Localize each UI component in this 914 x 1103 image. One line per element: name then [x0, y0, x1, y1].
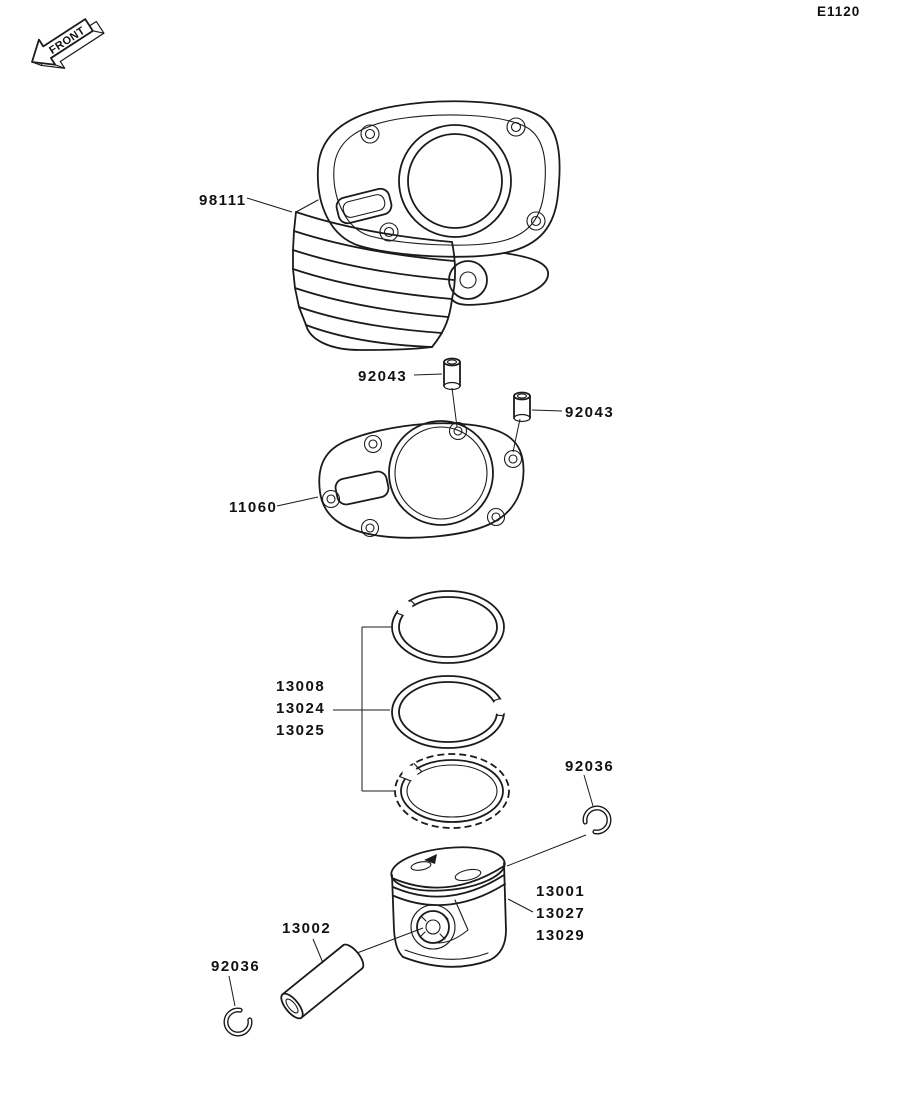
cam-chain-tunnel [335, 187, 393, 225]
circlip-left [223, 1007, 253, 1037]
label-gasket: 11060 [229, 499, 277, 516]
label-ring-set-2: 13024 [276, 700, 325, 717]
label-piston-2: 13027 [536, 905, 585, 922]
label-dowel-top: 92043 [358, 368, 407, 385]
piston-pin-hole [416, 910, 450, 944]
label-piston-pin: 13002 [282, 920, 331, 937]
page-code: E1120 [817, 4, 860, 19]
dowel-pin-right [513, 391, 531, 423]
ring-set-bracket [333, 626, 394, 792]
leader-cylinder [246, 197, 293, 213]
assembly-line-pin-piston [356, 927, 424, 954]
cylinder-fins [292, 199, 456, 351]
piston-part [390, 846, 507, 968]
front-direction-marker: FRONT [31, 18, 105, 69]
label-dowel-right: 92043 [565, 404, 614, 421]
dowel-pin-top [443, 357, 461, 391]
label-piston-3: 13029 [536, 927, 585, 944]
piston-ring-top [391, 590, 505, 664]
cylinder-gasket-part [318, 420, 525, 539]
cylinder-part [292, 100, 561, 351]
assembly-line-circlip-piston [506, 834, 587, 867]
label-circlip-right: 92036 [565, 758, 614, 775]
leader-circlip-right [583, 774, 594, 807]
piston-ring-oil [394, 753, 510, 829]
label-ring-set-3: 13025 [276, 722, 325, 739]
piston-pin-part [280, 943, 365, 1020]
label-ring-set-1: 13008 [276, 678, 325, 695]
piston-crown-arrow [424, 854, 437, 864]
leader-gasket [276, 496, 319, 507]
piston-ring-second [391, 675, 508, 749]
circlip-right [582, 805, 612, 835]
leader-circlip-left [228, 975, 236, 1007]
label-circlip-left: 92036 [211, 958, 260, 975]
leader-dowel-top [413, 373, 458, 428]
label-cylinder: 98111 [199, 192, 247, 209]
leader-piston [507, 898, 534, 913]
leader-piston-pin [312, 938, 324, 964]
leader-dowel-right [512, 409, 563, 453]
label-piston-1: 13001 [536, 883, 585, 900]
front-arrow-icon [31, 18, 94, 66]
cylinder-bore [398, 124, 512, 238]
